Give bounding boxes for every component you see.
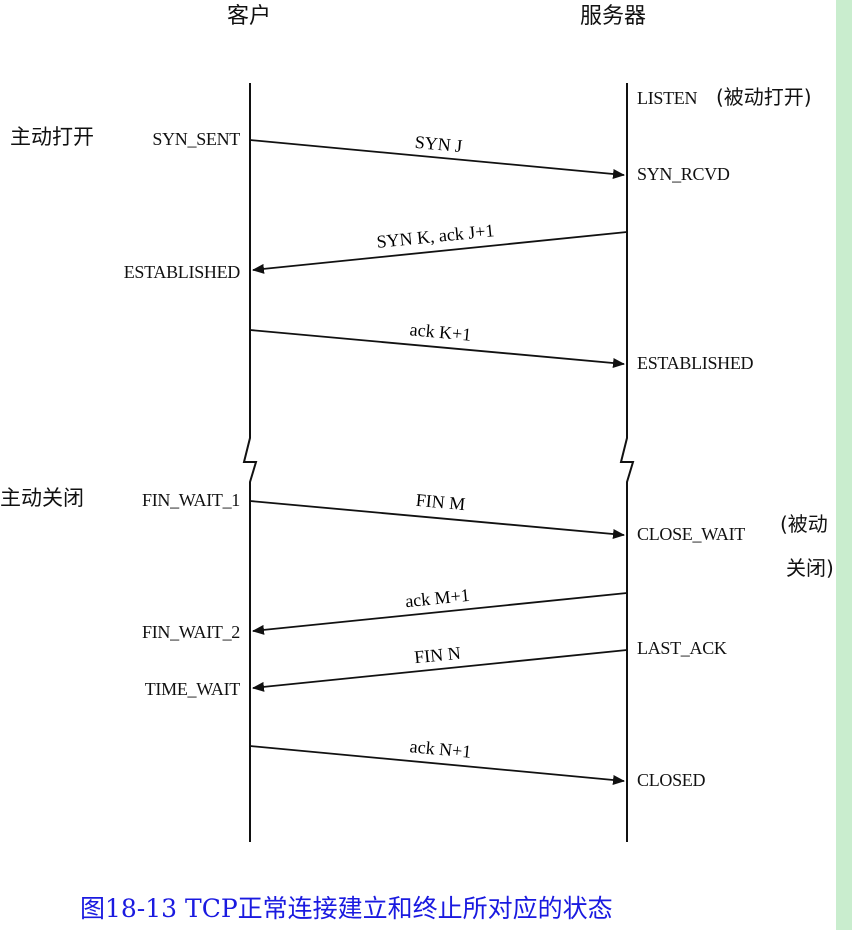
state-time-wait: TIME_WAIT bbox=[144, 679, 241, 699]
state-last-ack: LAST_ACK bbox=[637, 638, 727, 658]
state-close-wait: CLOSE_WAIT bbox=[637, 524, 745, 544]
active-close-label: 主动关闭 bbox=[0, 486, 84, 510]
state-fin-wait-1: FIN_WAIT_1 bbox=[142, 490, 240, 510]
msg-ack-n: ack N+1 bbox=[409, 736, 472, 762]
msg-ack-k: ack K+1 bbox=[409, 319, 472, 345]
server-timeline bbox=[619, 83, 635, 842]
figure-caption: 图18-13 TCP正常连接建立和终止所对应的状态 bbox=[80, 894, 613, 923]
state-syn-sent: SYN_SENT bbox=[152, 129, 240, 149]
passive-close-label-1: (被动 bbox=[780, 512, 828, 536]
arrow-fin-n bbox=[252, 649, 628, 692]
msg-fin-n: FIN N bbox=[413, 643, 461, 668]
state-fin-wait-2: FIN_WAIT_2 bbox=[142, 622, 240, 642]
arrow-syn-k-ack bbox=[252, 231, 628, 274]
state-server-established: ESTABLISHED bbox=[637, 353, 754, 373]
side-strip bbox=[836, 0, 852, 930]
state-syn-rcvd: SYN_RCVD bbox=[637, 164, 730, 184]
server-header: 服务器 bbox=[580, 4, 647, 29]
state-client-established: ESTABLISHED bbox=[123, 262, 241, 282]
arrow-syn-j bbox=[249, 139, 625, 179]
arrow-ack-n bbox=[249, 745, 625, 785]
client-header: 客户 bbox=[227, 4, 272, 29]
active-open-label: 主动打开 bbox=[10, 125, 94, 149]
state-closed: CLOSED bbox=[637, 770, 706, 790]
msg-fin-m: FIN M bbox=[415, 490, 466, 514]
msg-ack-m: ack M+1 bbox=[404, 585, 470, 611]
arrow-ack-m bbox=[252, 592, 628, 635]
passive-open-label: (被动打开) bbox=[716, 85, 812, 109]
passive-close-label-2: 关闭) bbox=[786, 556, 834, 580]
client-timeline bbox=[242, 83, 258, 842]
arrow-fin-m bbox=[249, 500, 625, 539]
state-listen: LISTEN bbox=[637, 88, 698, 108]
arrow-ack-k bbox=[249, 329, 625, 368]
msg-syn-j: SYN J bbox=[414, 132, 463, 156]
